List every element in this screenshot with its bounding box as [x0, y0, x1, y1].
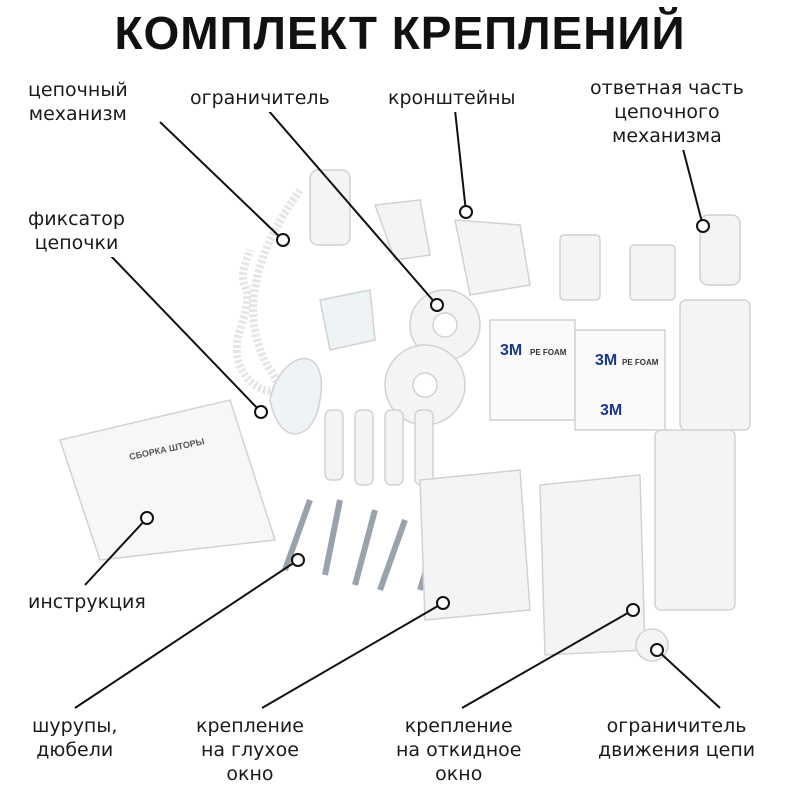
- counterpart-part: [679, 299, 751, 431]
- label-line: фиксатор: [28, 208, 125, 230]
- tape-text: PE FOAM: [530, 348, 567, 357]
- label-line: крепление: [404, 715, 513, 737]
- label-instruction: инструкция: [22, 588, 152, 616]
- label-line: ответная часть: [590, 77, 744, 99]
- label-chain-stop: ограничитель движения цепи: [592, 712, 762, 764]
- label-line: инструкция: [28, 591, 146, 613]
- tape-text: PE FOAM: [622, 358, 659, 367]
- chain-stop-part: [635, 628, 669, 662]
- mount-plate: [419, 469, 531, 621]
- bracket-part: [559, 234, 601, 301]
- clear-part: [319, 289, 376, 351]
- label-fixed-window-mount: крепление на глухое окно: [190, 712, 310, 788]
- mount-plate: [539, 474, 646, 656]
- label-screws: шурупы, дюбели: [26, 712, 124, 764]
- label-line: цепочки: [34, 232, 119, 254]
- label-line: шурупы,: [32, 715, 118, 737]
- label-line: кронштейны: [388, 87, 516, 109]
- clear-part: [269, 357, 323, 435]
- label-chain-fixer: фиксатор цепочки: [22, 205, 131, 257]
- counterpart-part: [654, 429, 736, 611]
- label-line: механизма: [612, 125, 722, 147]
- label-line: дюбели: [36, 739, 114, 761]
- label-line: на глухое: [200, 739, 299, 761]
- instruction-booklet: [59, 399, 276, 561]
- label-line: окно: [435, 763, 483, 785]
- bracket-part: [629, 244, 676, 301]
- label-tilt-window-mount: крепление на откидное окно: [390, 712, 528, 788]
- page-title: КОМПЛЕКТ КРЕПЛЕНИЙ: [114, 7, 686, 59]
- label-line: ограничитель: [190, 87, 330, 109]
- label-line: на откидное: [396, 739, 522, 761]
- label-chain-mechanism: цепочный механизм: [22, 76, 134, 128]
- chain-mechanism-part: [309, 169, 351, 246]
- tape-pad: [574, 329, 666, 431]
- bead-chain: [232, 187, 304, 395]
- label-counterpart: ответная часть цепочного механизма: [584, 74, 750, 150]
- label-line: механизм: [28, 103, 127, 125]
- label-limiter: ограничитель: [184, 84, 336, 112]
- label-line: цепочного: [614, 101, 720, 123]
- tape-brand: 3M: [595, 352, 617, 369]
- counterpart-part: [699, 214, 741, 286]
- label-line: крепление: [196, 715, 304, 737]
- bracket-part: [373, 199, 431, 261]
- tape-brand: 3M: [500, 342, 522, 359]
- label-line: окно: [226, 763, 274, 785]
- tape-brand: 3M: [600, 402, 622, 419]
- label-line: ограничитель: [606, 715, 747, 737]
- bracket-part: [454, 219, 531, 296]
- tape-pad: [489, 319, 576, 421]
- label-brackets: кронштейны: [382, 84, 522, 112]
- label-line: движения цепи: [598, 739, 756, 761]
- label-line: цепочный: [28, 79, 128, 101]
